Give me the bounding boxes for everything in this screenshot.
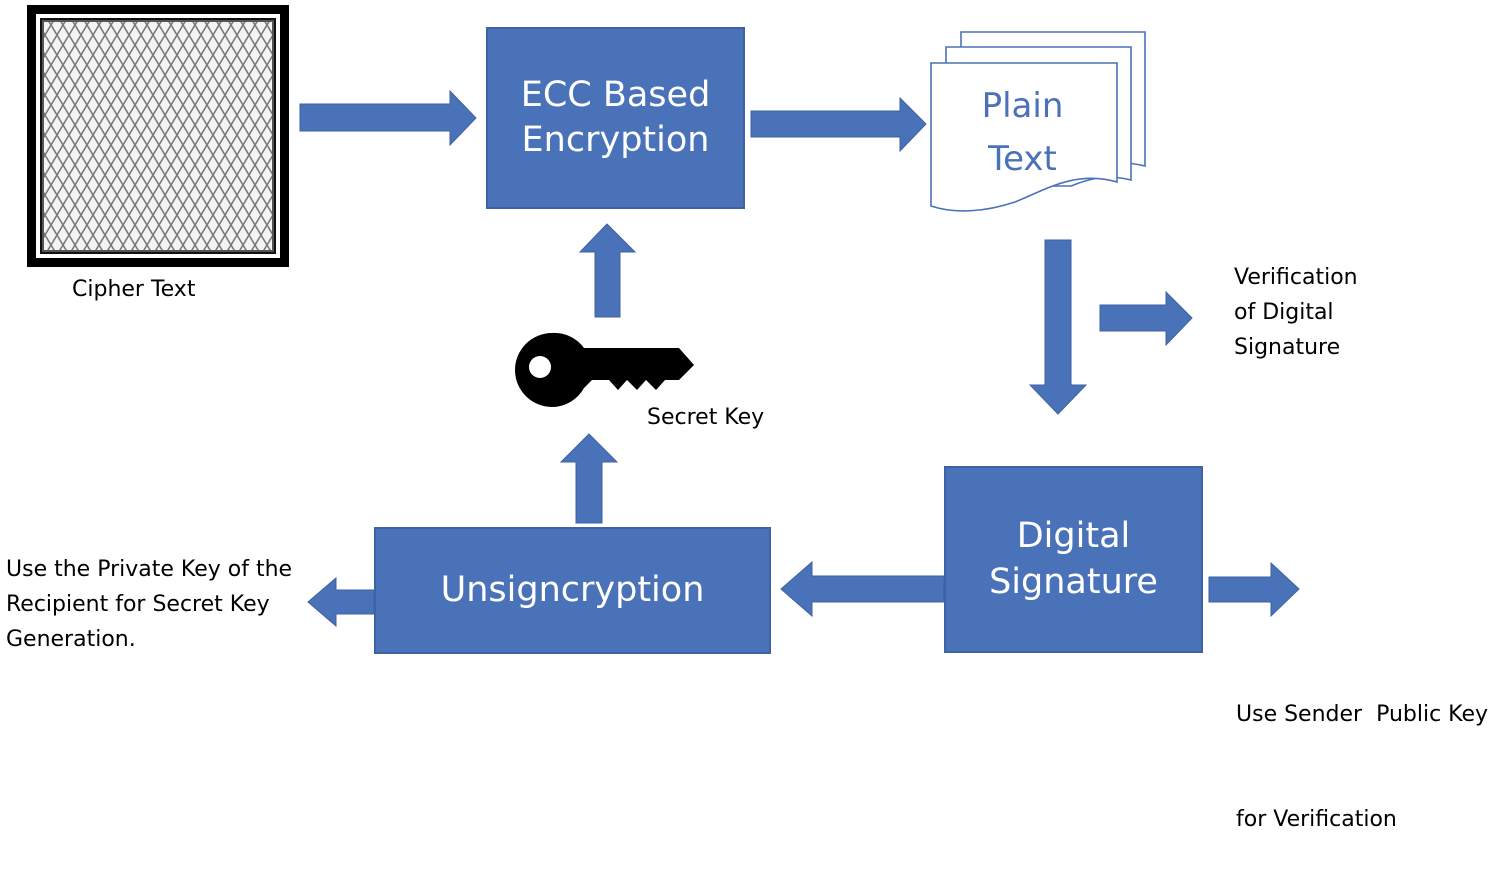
digital-signature-box: Digital Signature bbox=[944, 466, 1203, 653]
plain-text-document-icon bbox=[925, 30, 1150, 220]
cipher-text-label: Cipher Text bbox=[72, 277, 196, 302]
digital-signature-line1: Digital bbox=[1016, 516, 1131, 556]
ecc-encryption-line2: Encryption bbox=[521, 120, 710, 160]
ecc-encryption-line1: ECC Based bbox=[520, 74, 711, 115]
arrow-cipher-to-ecc bbox=[299, 89, 477, 147]
arrow-key-to-ecc bbox=[578, 223, 637, 318]
public-key-line2: for Verification bbox=[1236, 807, 1397, 832]
arrow-to-verification bbox=[1099, 290, 1193, 347]
private-key-line2: Recipient for Secret Key bbox=[6, 592, 270, 617]
unsigncryption-label: Unsigncryption bbox=[440, 569, 705, 610]
cipher-text-image bbox=[27, 5, 289, 267]
verification-line3: Signature bbox=[1234, 335, 1341, 360]
public-key-line1: Use Sender Public Key bbox=[1236, 702, 1489, 727]
plain-text-line1: Plain bbox=[981, 86, 1064, 126]
arrow-signature-to-unsigncryption bbox=[780, 560, 945, 618]
arrow-plain-to-signature bbox=[1028, 239, 1088, 415]
arrow-unsigncryption-to-key bbox=[559, 433, 619, 524]
digital-signature-line2: Signature bbox=[989, 561, 1158, 602]
arrow-ecc-to-plain bbox=[750, 96, 927, 153]
verification-line2: of Digital bbox=[1234, 300, 1334, 325]
arrow-to-private-key-note bbox=[307, 576, 375, 628]
key-icon bbox=[514, 330, 699, 410]
verification-annotation: Verification of Digital Signature bbox=[1234, 260, 1358, 365]
plain-text-line2: Text bbox=[988, 139, 1057, 179]
ecc-encryption-box: ECC Based Encryption bbox=[486, 27, 745, 209]
arrow-to-public-key-note bbox=[1208, 561, 1300, 618]
private-key-line3: Generation. bbox=[6, 627, 136, 652]
plain-text-label: Plain Text bbox=[940, 80, 1105, 186]
private-key-annotation: Use the Private Key of the Recipient for… bbox=[6, 552, 292, 657]
unsigncryption-box: Unsigncryption bbox=[374, 527, 771, 654]
arrows-layer bbox=[299, 89, 1300, 628]
private-key-line1: Use the Private Key of the bbox=[6, 557, 293, 582]
verification-line1: Verification bbox=[1234, 265, 1358, 290]
secret-key-label: Secret Key bbox=[647, 405, 765, 430]
